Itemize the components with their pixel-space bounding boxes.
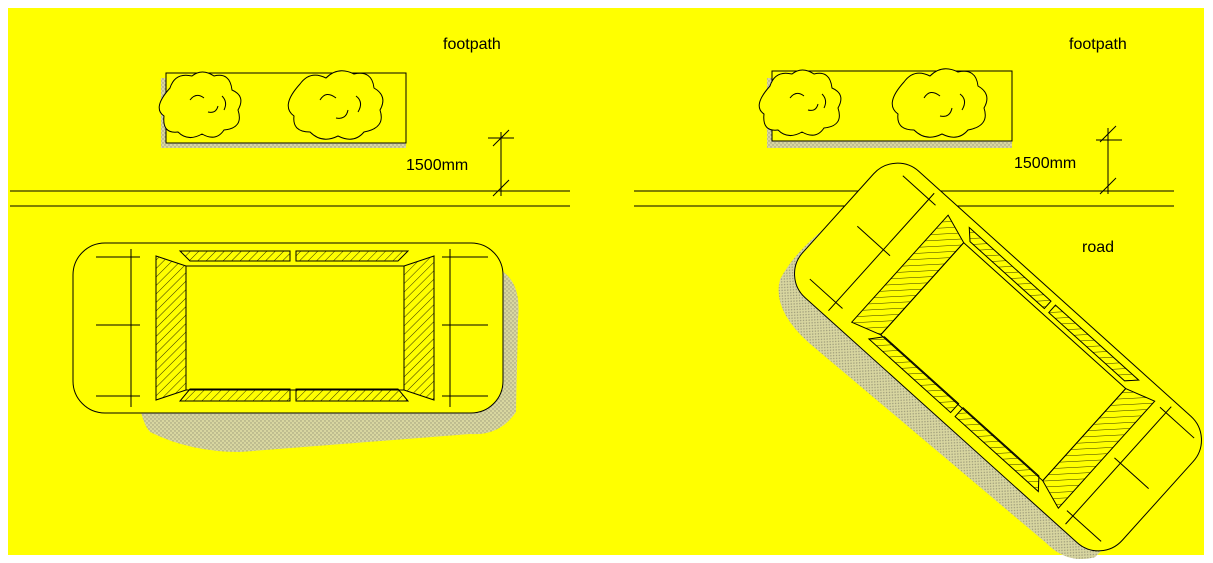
shrub-icon [158,71,242,138]
panel-left: footpath 1500mm [10,36,570,452]
planter-box [758,68,1013,148]
dimension-marker [488,129,514,197]
side-window [178,388,291,402]
side-window [295,250,410,262]
side-window [867,336,960,414]
footpath-label: footpath [1069,36,1127,53]
side-window [954,406,1040,493]
footpath-label: footpath [443,36,501,53]
panel-right: footpath 1500mm road [634,36,1202,560]
rear-windscreen [155,255,187,401]
side-window [295,388,410,402]
dimension-label: 1500mm [406,157,468,174]
road-label: road [1082,239,1114,256]
planter-box [158,70,407,148]
side-window [1048,304,1140,382]
car-angled [778,162,1202,560]
shrub-icon [758,69,842,136]
car-parallel [72,242,504,414]
front-windscreen [403,255,435,401]
side-window [178,250,291,262]
side-window [968,226,1052,310]
dimension-label: 1500mm [1014,155,1076,172]
shrub-icon [287,70,384,140]
shrub-icon [891,68,988,138]
